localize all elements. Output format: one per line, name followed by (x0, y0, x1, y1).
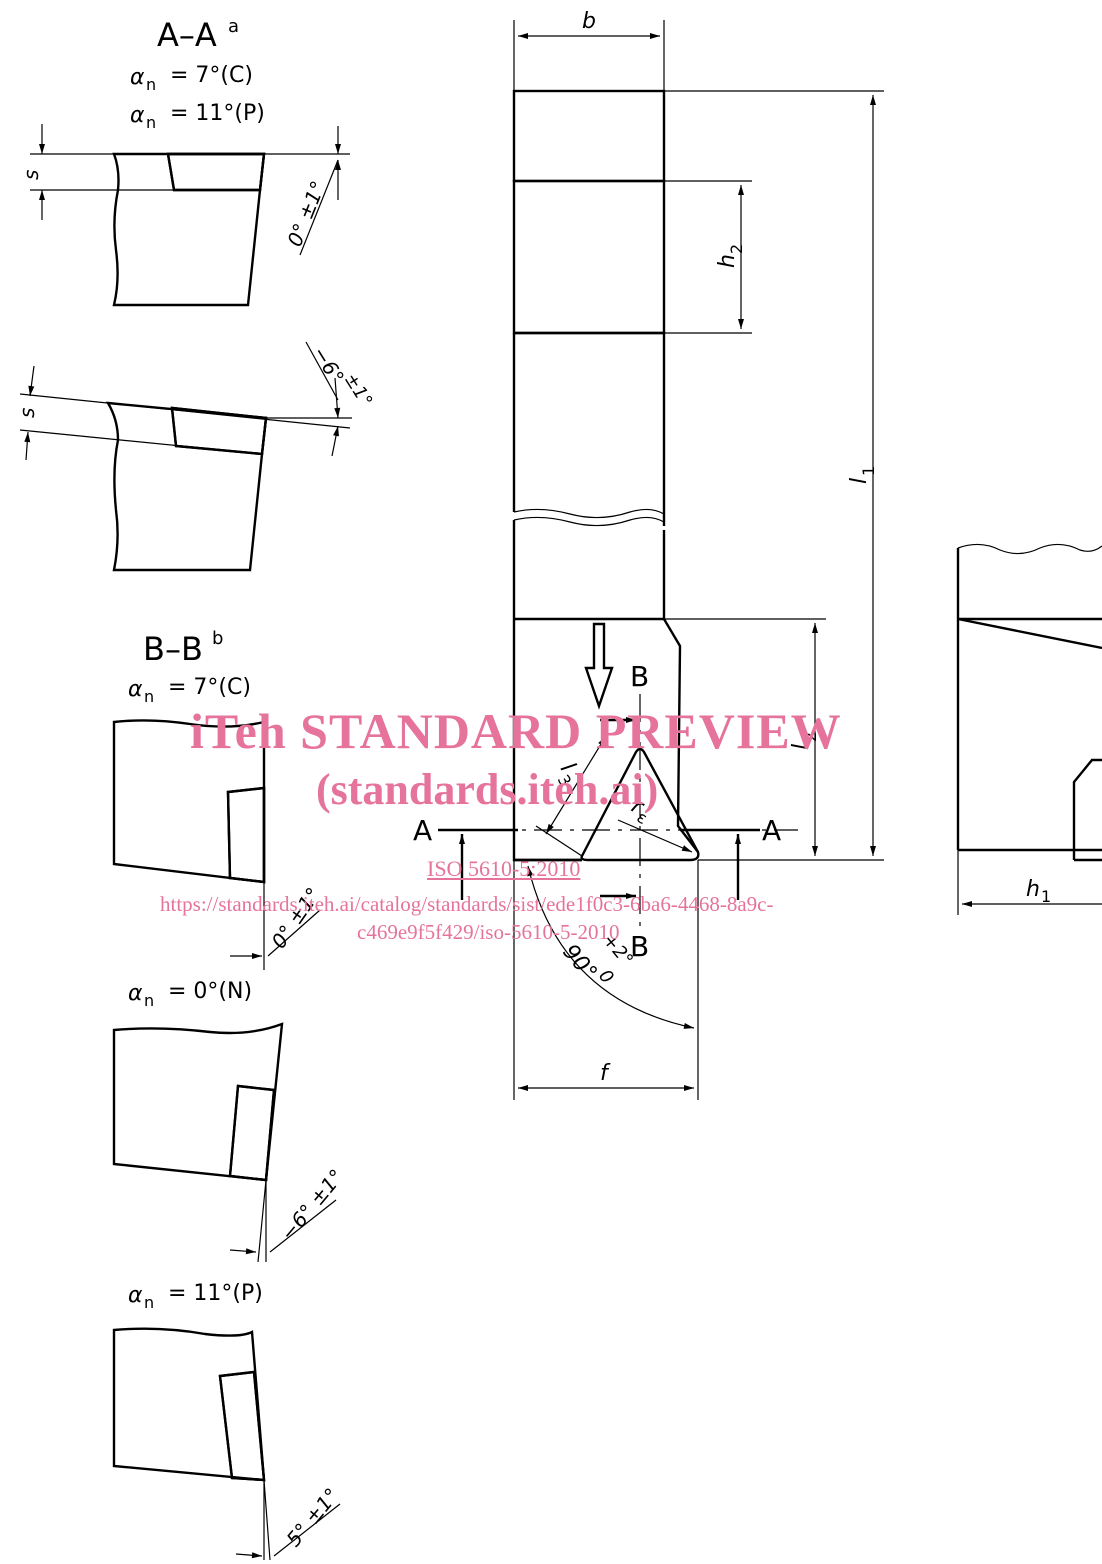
cut-a-left: A (413, 814, 432, 847)
svg-text:n: n (144, 991, 154, 1010)
watermark-subtitle: (standards.iteh.ai) (316, 765, 659, 814)
watermark-url-line1[interactable]: https://standards.iteh.ai/catalog/standa… (160, 892, 774, 916)
svg-text:2: 2 (727, 244, 746, 254)
svg-text:B–B: B–B (143, 630, 203, 668)
section-aa-alpha-p: α n = 11°(P) (130, 101, 265, 132)
svg-text:= 7°(C): = 7°(C) (170, 63, 253, 88)
svg-text:α: α (128, 981, 143, 1006)
svg-text:α: α (130, 103, 145, 128)
svg-text:n: n (144, 1293, 154, 1312)
svg-text:α: α (128, 677, 143, 702)
dim-h1: h (1026, 877, 1040, 902)
view-arrow-icon (584, 622, 614, 710)
svg-text:f: f (600, 1061, 611, 1086)
svg-text:= 0°(N): = 0°(N) (168, 979, 252, 1004)
svg-text:n: n (146, 75, 156, 94)
section-aa-alpha-c: α n = 7°(C) (130, 63, 253, 94)
svg-text:h: h (715, 254, 740, 268)
dim-l1: l 1 (664, 90, 884, 861)
cut-a-right: A (762, 814, 781, 847)
svg-text:= 11°(P): = 11°(P) (168, 1281, 263, 1306)
section-bb-alpha-p: α n = 11°(P) (128, 1281, 263, 1312)
dim-h1-sub: 1 (1041, 887, 1051, 906)
section-aa-profile-bottom (19, 341, 352, 572)
section-bb-profile-1 (112, 719, 321, 970)
dim-s-top: s (19, 170, 43, 180)
svg-text:b: b (582, 9, 596, 34)
svg-text:n: n (144, 687, 154, 706)
watermark-iso-link[interactable]: ISO 5610-5:2010 (427, 856, 581, 881)
dim-b: b (513, 9, 665, 91)
section-bb-title: B–B b (143, 628, 223, 668)
section-aa-profile-top (30, 124, 350, 307)
svg-text:= 11°(P): = 11°(P) (170, 101, 265, 126)
dim-h2: h 2 (664, 180, 752, 334)
angle-aa-0: 0° ±1° (282, 177, 330, 250)
section-bb-profile-2 (112, 1022, 337, 1263)
section-aa-title: A–A a (157, 16, 239, 54)
svg-text:α: α (130, 65, 145, 90)
svg-text:l: l (789, 744, 814, 750)
svg-text:A–A: A–A (157, 16, 217, 54)
section-bb-alpha-n: α n = 0°(N) (128, 979, 252, 1010)
section-bb-alpha-c: α n = 7°(C) (128, 675, 251, 706)
svg-text:l: l (847, 478, 872, 484)
watermark-title: iTeh STANDARD PREVIEW (190, 703, 842, 759)
dim-l2: l 2 (664, 618, 826, 856)
angle-bb-neg6: −6° ±1° (275, 1164, 348, 1245)
watermark-url-line2[interactable]: c469e9f5f429/iso-5610-5-2010 (357, 920, 620, 944)
section-bb-profile-3 (112, 1327, 341, 1561)
main-view-shank (512, 89, 666, 621)
svg-text:b: b (212, 628, 223, 649)
dim-f: f (518, 1061, 694, 1091)
svg-text:α: α (128, 1283, 143, 1308)
svg-text:2: 2 (801, 732, 820, 742)
dim-s-bottom: s (15, 408, 39, 418)
svg-text:= 7°(C): = 7°(C) (168, 675, 251, 700)
angle-bb-5: 5° ±1° (281, 1483, 343, 1551)
svg-text:n: n (146, 113, 156, 132)
svg-text:a: a (228, 16, 239, 37)
svg-text:1: 1 (859, 466, 878, 476)
cut-b-top: B (630, 660, 649, 693)
side-view: h 1 (956, 543, 1102, 915)
